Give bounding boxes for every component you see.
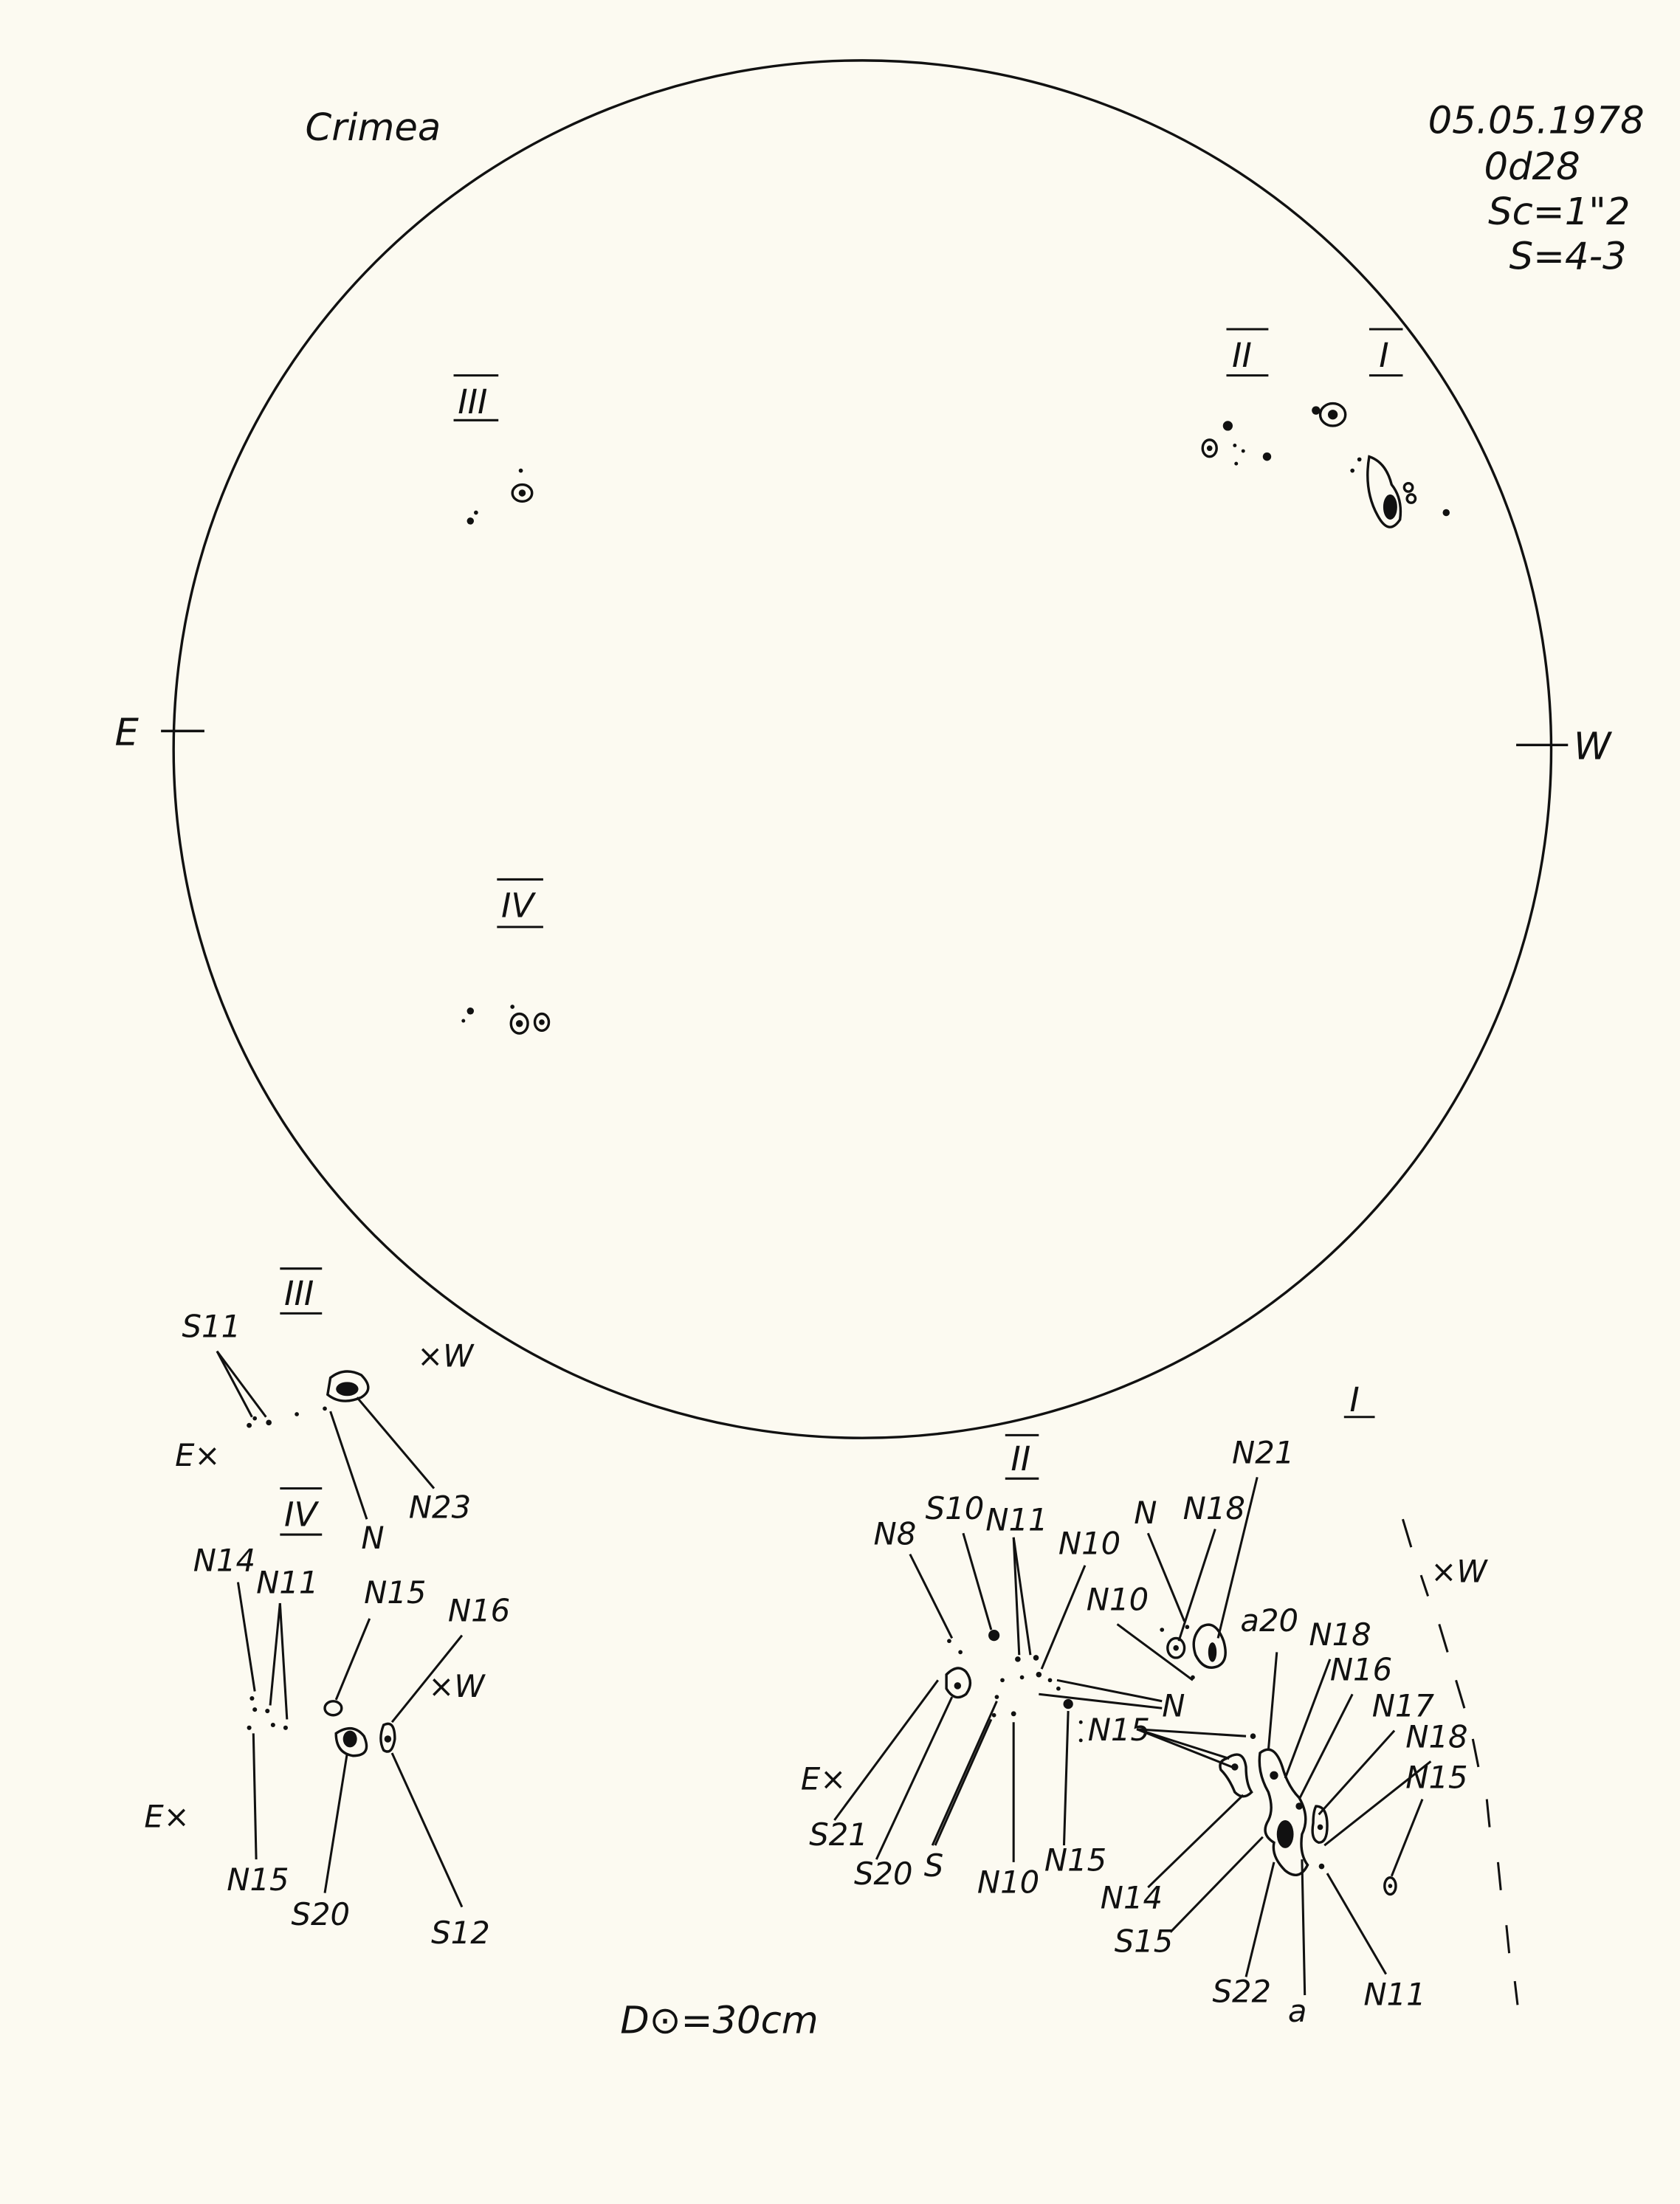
svg-text:×W: ×W (417, 1337, 475, 1374)
svg-text:I: I (1349, 1380, 1359, 1419)
svg-text:S20: S20 (854, 1856, 913, 1892)
svg-text:I: I (1379, 336, 1388, 375)
svg-text:N21: N21 (1232, 1434, 1294, 1470)
sunspot-group-III (467, 468, 534, 525)
aperture-label: D⊙=30cm (620, 1998, 818, 2042)
svg-text:S11: S11 (182, 1309, 241, 1345)
date-label: 05.05.1978 (1428, 99, 1645, 143)
time-label: 0d28 (1484, 145, 1580, 189)
svg-text:N: N (1162, 1688, 1185, 1724)
svg-text:N18: N18 (1405, 1718, 1467, 1754)
inset-group-IV: IV N14 N11 N15 N16 ×W E× N15 S20 S12 (144, 1487, 510, 1951)
svg-text:S10: S10 (926, 1490, 985, 1526)
svg-text:N: N (1134, 1495, 1157, 1531)
sunspot-group-I (1312, 402, 1450, 528)
svg-text:N14: N14 (1101, 1879, 1163, 1915)
svg-text:S15: S15 (1115, 1923, 1174, 1959)
west-label: W (1574, 724, 1613, 768)
svg-text:×W: ×W (1431, 1554, 1488, 1590)
sunspot-group-IV (461, 1005, 551, 1035)
svg-text:E×: E× (144, 1798, 189, 1834)
svg-text:×W: ×W (428, 1668, 486, 1704)
limb-dashed-line (1402, 1518, 1519, 2005)
svg-text:IV: IV (501, 886, 536, 926)
svg-text:a20: a20 (1240, 1602, 1298, 1639)
sunspot-group-II (1201, 421, 1272, 466)
svg-text:S20: S20 (292, 1896, 351, 1932)
svg-text:N11: N11 (1363, 1976, 1425, 2012)
svg-text:N: N (361, 1520, 384, 1556)
svg-text:N15: N15 (1044, 1842, 1106, 1878)
svg-text:N10: N10 (1058, 1526, 1120, 1562)
svg-text:E×: E× (175, 1437, 220, 1473)
svg-text:IV: IV (284, 1495, 319, 1535)
disk-group-label-II: II (1226, 328, 1269, 377)
svg-text:N15: N15 (364, 1574, 426, 1611)
svg-text:III: III (458, 382, 487, 421)
svg-text:N10: N10 (1087, 1581, 1149, 1617)
svg-text:N14: N14 (193, 1542, 255, 1578)
svg-text:II: II (1011, 1439, 1030, 1478)
svg-text:N15: N15 (227, 1862, 289, 1898)
svg-text:a: a (1288, 1993, 1307, 2029)
svg-text:S22: S22 (1213, 1974, 1272, 2010)
svg-text:N17: N17 (1372, 1688, 1435, 1724)
svg-text:S21: S21 (809, 1816, 868, 1853)
svg-text:N11: N11 (985, 1501, 1047, 1537)
east-label: E (115, 710, 140, 754)
inset-groups-I-II: I II N21 N N18 N8 S10 N11 N10 N10 a20 N1… (801, 1380, 1519, 2029)
svg-text:N23: N23 (409, 1489, 471, 1525)
svg-text:II: II (1232, 336, 1252, 375)
svg-text:N18: N18 (1183, 1490, 1245, 1526)
svg-text:S: S (924, 1847, 943, 1884)
svg-text:N16: N16 (448, 1593, 510, 1629)
disk-group-label-III: III (453, 374, 499, 421)
svg-text:III: III (284, 1274, 314, 1313)
svg-text:S12: S12 (431, 1915, 490, 1951)
disk-group-label-I: I (1369, 328, 1403, 377)
svg-text:N16: N16 (1330, 1651, 1392, 1687)
scale-label: Sc=1"2 (1488, 190, 1630, 234)
observatory-label: Crimea (305, 106, 441, 150)
disk-group-label-IV: IV (497, 878, 543, 929)
inset-group-III: III S11 E× ×W N N23 (175, 1267, 475, 1556)
svg-text:E×: E× (801, 1760, 846, 1797)
svg-text:N11: N11 (256, 1565, 318, 1601)
svg-text:N15: N15 (1405, 1759, 1467, 1795)
svg-text:N18: N18 (1309, 1616, 1371, 1653)
solar-limb (172, 59, 1553, 1439)
svg-text:N8: N8 (874, 1515, 917, 1552)
svg-text:N10: N10 (977, 1864, 1039, 1901)
seeing-label: S=4-3 (1509, 234, 1627, 278)
